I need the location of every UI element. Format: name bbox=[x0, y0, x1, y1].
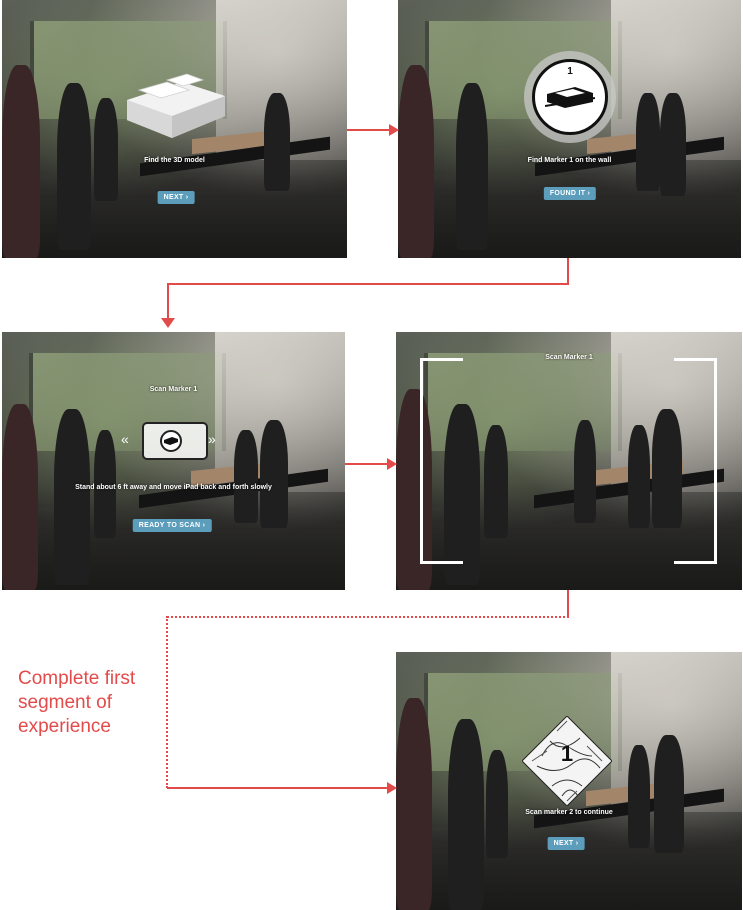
screen-find-model: Find the 3D model NEXT › bbox=[2, 0, 347, 258]
ipad-icon bbox=[142, 422, 208, 460]
building-model-icon bbox=[127, 73, 225, 138]
patterned-diamond-icon bbox=[522, 716, 612, 806]
marker-number: 1 bbox=[560, 741, 574, 766]
chevron-right-icon: » bbox=[208, 431, 216, 447]
arrow-head-icon bbox=[161, 318, 175, 328]
flow-dotted-line bbox=[166, 616, 168, 788]
found-it-button[interactable]: FOUND IT › bbox=[543, 187, 597, 200]
annotation-note: Complete first segment of experience bbox=[18, 667, 168, 739]
flow-arrow-line bbox=[167, 283, 569, 285]
scan-title: Scan Marker 1 bbox=[149, 386, 198, 393]
screen-scan-instructions: Scan Marker 1 « » Stand about 6 ft away … bbox=[2, 332, 345, 590]
flow-arrow-line bbox=[347, 129, 391, 131]
marker-badge-icon: 1 bbox=[524, 51, 616, 143]
button-label: NEXT bbox=[163, 194, 184, 201]
screen-scanning: Scan Marker 1 bbox=[396, 332, 742, 590]
flow-arrow-line bbox=[567, 590, 569, 617]
instruction-text: Stand about 6 ft away and move iPad back… bbox=[75, 484, 272, 491]
annotation-line: experience bbox=[18, 716, 111, 737]
arrow-head-icon bbox=[387, 782, 397, 794]
scan-title: Scan Marker 1 bbox=[545, 354, 593, 361]
scan-bracket-icon bbox=[420, 358, 463, 564]
button-label: NEXT bbox=[553, 840, 574, 847]
chevron-right-icon: › bbox=[185, 194, 189, 201]
chevron-right-icon: › bbox=[575, 840, 579, 847]
flow-arrow-line bbox=[345, 463, 389, 465]
screen-complete: 1 Scan marker 2 to continue NEXT › bbox=[396, 652, 742, 910]
flow-dotted-line bbox=[167, 616, 569, 618]
instruction-text: Find Marker 1 on the wall bbox=[527, 157, 612, 164]
scan-bracket-icon bbox=[674, 358, 717, 564]
arrow-head-icon bbox=[389, 124, 399, 136]
flow-arrow-line bbox=[167, 787, 389, 789]
chevron-right-icon: › bbox=[587, 190, 591, 197]
button-label: FOUND IT bbox=[549, 190, 586, 197]
flow-arrow-line bbox=[567, 258, 569, 285]
annotation-line: segment of bbox=[18, 692, 112, 713]
annotation-line: Complete first bbox=[18, 668, 136, 689]
screen-find-marker: 1 Find Marker 1 on the wall FOUND IT › bbox=[398, 0, 741, 258]
next-button[interactable]: NEXT › bbox=[157, 191, 195, 204]
button-label: READY TO SCAN bbox=[138, 522, 201, 529]
next-button[interactable]: NEXT › bbox=[547, 837, 585, 850]
arrow-head-icon bbox=[387, 458, 397, 470]
flow-arrow-line bbox=[167, 283, 169, 319]
chevron-right-icon: › bbox=[202, 522, 206, 529]
ready-to-scan-button[interactable]: READY TO SCAN › bbox=[132, 519, 212, 532]
marker-number: 1 bbox=[567, 66, 573, 77]
instruction-text: Scan marker 2 to continue bbox=[525, 809, 613, 816]
instruction-text: Find the 3D model bbox=[144, 157, 205, 164]
chevron-left-icon: « bbox=[121, 431, 129, 447]
